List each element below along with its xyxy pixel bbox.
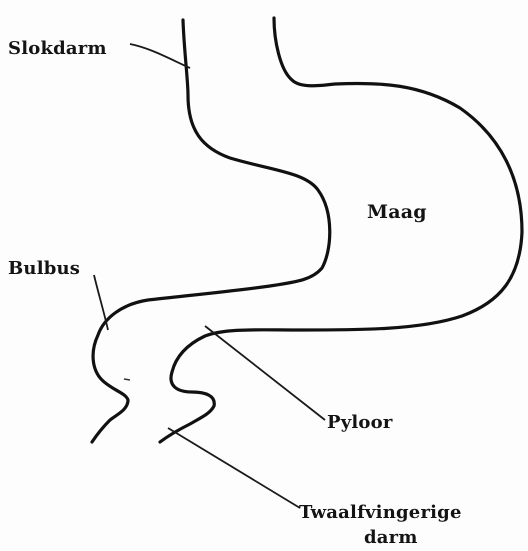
label-slokdarm: Slokdarm (8, 38, 107, 59)
slokdarm-leader-line (130, 44, 190, 68)
twaalfvingerige-leader-line (168, 428, 300, 508)
bulbus-mark (124, 379, 130, 380)
label-bulbus: Bulbus (8, 258, 80, 279)
label-maag: Maag (367, 201, 427, 223)
bulbus-leader-line (94, 275, 108, 330)
label-twaalfvingerige: Twaalfvingerige (299, 502, 462, 523)
pyloor-leader-line (205, 326, 325, 420)
stomach-inner-wall (160, 18, 522, 442)
label-pyloor: Pyloor (327, 412, 393, 433)
label-darm: darm (364, 527, 418, 548)
